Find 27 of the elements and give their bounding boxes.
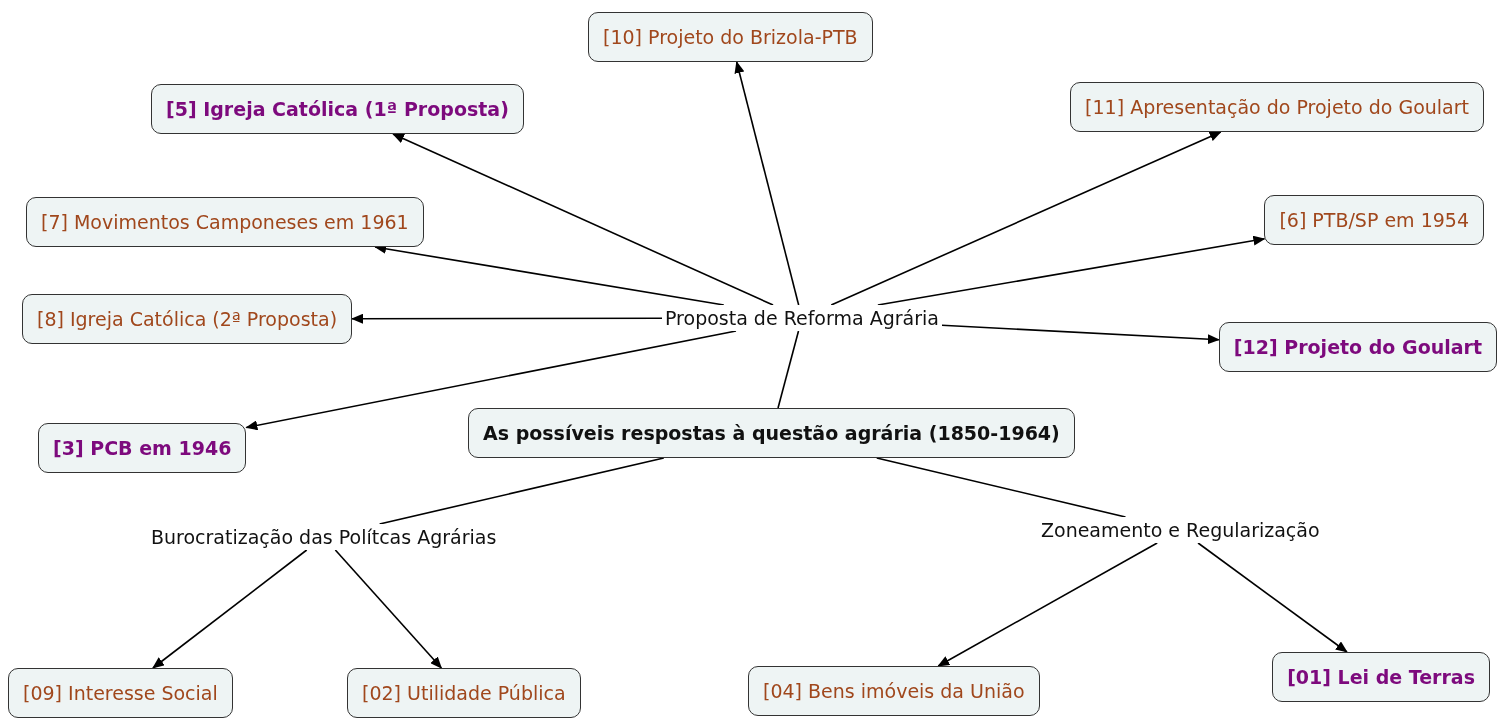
concept-box: [04] Bens imóveis da União <box>748 666 1040 716</box>
concept-box: [01] Lei de Terras <box>1272 652 1490 702</box>
arrow <box>334 549 443 669</box>
arrow <box>245 330 737 431</box>
concept-box: [6] PTB/SP em 1954 <box>1264 195 1484 245</box>
arrow <box>941 324 1220 345</box>
arrow <box>392 133 774 306</box>
connector-line <box>875 457 1127 518</box>
concept-box: [09] Interesse Social <box>8 668 233 718</box>
arrow <box>152 549 308 669</box>
concept-box: [5] Igreja Católica (1ª Proposta) <box>151 84 524 134</box>
concept-box: [11] Apresentação do Projeto do Goulart <box>1070 82 1484 132</box>
arrow <box>937 542 1158 667</box>
concept-box: [10] Projeto do Brizola-PTB <box>588 12 873 62</box>
arrow <box>877 235 1266 306</box>
arrow <box>830 131 1222 306</box>
arrow <box>1197 542 1348 653</box>
concept-box: [02] Utilidade Pública <box>347 668 581 718</box>
connector-line <box>777 330 800 409</box>
arrow <box>734 61 800 306</box>
connector-line <box>378 457 665 525</box>
concept-box: [8] Igreja Católica (2ª Proposta) <box>22 294 353 344</box>
concept-box: As possíveis respostas à questão agrária (1850-1964) <box>468 408 1075 458</box>
concept-box: [12] Projeto do Goulart <box>1218 322 1497 372</box>
arrow <box>351 313 663 324</box>
concept-box: [7] Movimentos Camponeses em 1961 <box>26 197 424 247</box>
concept-box: [3] PCB em 1946 <box>38 423 247 473</box>
